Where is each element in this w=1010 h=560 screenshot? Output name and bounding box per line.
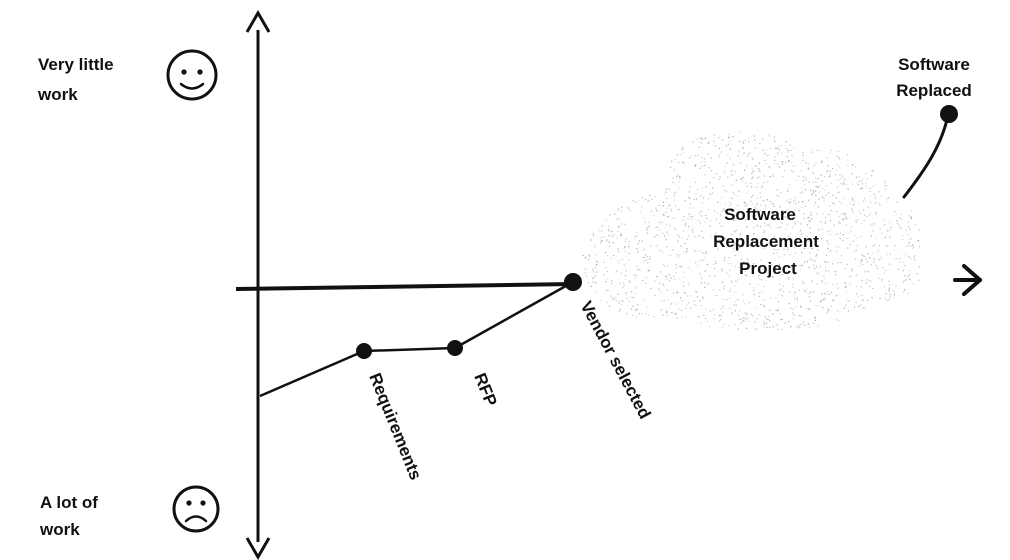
rfp-dot <box>447 340 463 356</box>
cloud-label-line1: Software <box>724 205 796 224</box>
vendor-selected-dot <box>564 273 582 291</box>
sad-face-icon <box>172 485 220 533</box>
top-axis-label-line2: work <box>37 85 78 104</box>
cloud-shape <box>582 131 921 331</box>
rfp-label: RFP <box>470 370 500 409</box>
software-replaced-dot <box>940 105 958 123</box>
bottom-axis-label-line1: A lot of <box>40 493 98 512</box>
top-axis-label-line1: Very little <box>38 55 114 74</box>
vertical-axis-top-arrowhead <box>245 10 271 33</box>
vendor-selected-label: Vendor selected <box>576 298 654 422</box>
cloud-label-line2: Replacement <box>713 232 819 251</box>
software-replaced-label-line2: Replaced <box>896 81 972 100</box>
progress-path <box>259 280 574 398</box>
requirements-dot <box>356 343 372 359</box>
bottom-axis-label-line2: work <box>39 520 80 539</box>
requirements-label: Requirements <box>365 370 425 482</box>
outcome-curve <box>902 113 950 199</box>
arrow-right-icon <box>953 264 982 296</box>
vertical-axis-bottom-arrowhead <box>245 537 271 560</box>
horizontal-baseline <box>235 282 574 291</box>
cloud-label-line3: Project <box>739 259 797 278</box>
software-replaced-label-line1: Software <box>898 55 970 74</box>
smiley-face-icon <box>166 49 218 101</box>
